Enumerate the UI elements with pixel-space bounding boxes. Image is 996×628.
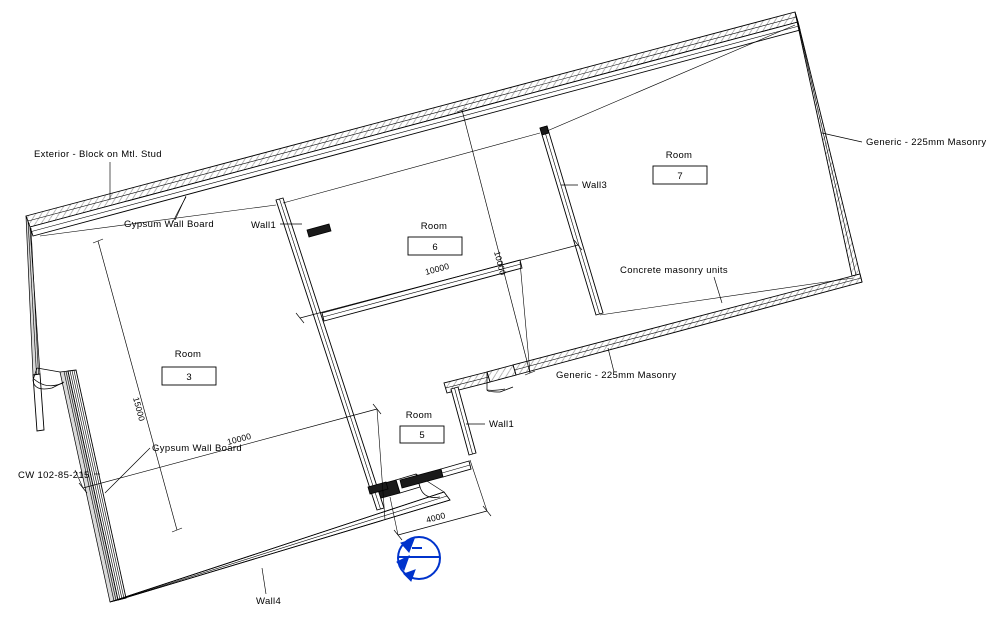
annotation-wall1-top: Wall1: [251, 220, 302, 231]
partition-room5-south: [399, 460, 472, 489]
room-tag-label: Room: [175, 349, 202, 360]
wall3-partition: [539, 125, 604, 316]
annotation-wall1-bottom: Wall1: [466, 419, 514, 430]
annotation-text: Generic - 225mm Masonry: [866, 137, 987, 148]
room-tag-7[interactable]: Room 7: [652, 150, 708, 185]
room-tag-number: 5: [419, 430, 424, 441]
annotation-text: Gypsum Wall Board: [152, 443, 242, 454]
annotation-exterior-block-mtl-stud: Exterior - Block on Mtl. Stud: [34, 149, 162, 199]
wall-bottom-exterior: [109, 491, 451, 603]
room-tag-box: [399, 425, 445, 444]
room-tag-3[interactable]: Room 3: [161, 349, 217, 386]
annotation-generic-masonry-right: Generic - 225mm Masonry: [821, 132, 987, 148]
annotation-gypsum-wall-board-top: Gypsum Wall Board: [124, 195, 214, 230]
annotation-generic-masonry-bottom: Generic - 225mm Masonry: [556, 347, 677, 381]
annotation-text: Gypsum Wall Board: [124, 219, 214, 230]
room-tag-6[interactable]: Room 6: [407, 221, 463, 256]
room-tag-number: 7: [677, 171, 682, 182]
annotation-text: Exterior - Block on Mtl. Stud: [34, 149, 162, 160]
annotation-text: Generic - 225mm Masonry: [556, 370, 677, 381]
room-tag-box: [161, 366, 217, 386]
partition-room5-east: [450, 386, 477, 456]
room-tag-number: 3: [186, 372, 191, 383]
room-tag-number: 6: [432, 242, 437, 253]
room-tag-5[interactable]: Room 5: [399, 410, 445, 444]
dimension-lines: 10000 15000 10000 10000 4000: [74, 107, 583, 541]
room-tag-box: [407, 236, 463, 256]
dimension-text: 4000: [425, 510, 447, 525]
navigation-compass[interactable]: [396, 536, 441, 582]
annotation-text: Wall3: [582, 180, 607, 191]
annotation-cw-102-85-215: CW 102-85-215: [18, 470, 100, 481]
annotation-wall3: Wall3: [561, 180, 607, 191]
annotation-text: CW 102-85-215: [18, 470, 90, 481]
annotation-gypsum-wall-board-left: Gypsum Wall Board: [104, 443, 242, 494]
interior-walls: [275, 125, 604, 511]
annotation-text: Concrete masonry units: [620, 265, 728, 276]
room-tags: Room 3 Room 6 Room 7 Room 5: [161, 150, 708, 444]
door-swing-mid-bottom: [486, 372, 514, 393]
annotation-concrete-masonry-units: Concrete masonry units: [620, 265, 728, 304]
room-tag-label: Room: [406, 410, 433, 421]
annotations: Exterior - Block on Mtl. Stud Gypsum Wal…: [18, 132, 987, 607]
annotation-wall4: Wall4: [256, 567, 281, 607]
room-tag-label: Room: [421, 221, 448, 232]
room-reference-lines: [39, 24, 854, 316]
door-swing-left-entrance: [32, 367, 65, 390]
annotation-text: Wall1: [489, 419, 514, 430]
annotation-text: Wall4: [256, 596, 281, 607]
annotation-text: Wall1: [251, 220, 276, 231]
room-tag-label: Room: [666, 150, 693, 161]
room-tag-box: [652, 165, 708, 185]
